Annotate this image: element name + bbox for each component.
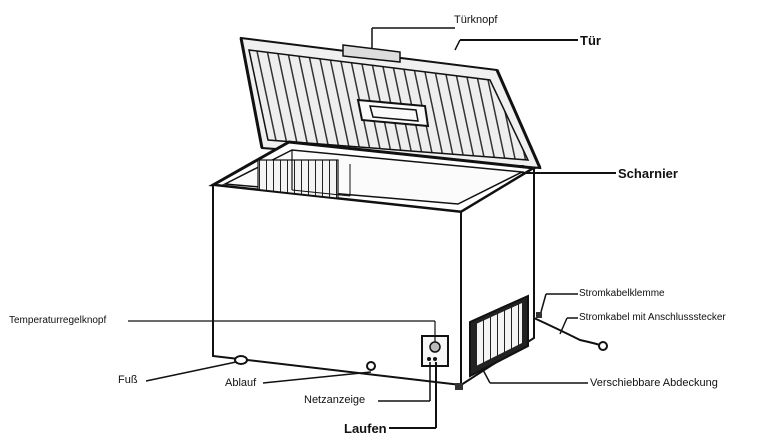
label-temperaturregelknopf: Temperaturregelknopf xyxy=(9,315,107,326)
sliding-cover xyxy=(469,294,529,378)
rear-foot xyxy=(455,383,463,390)
leader-lines xyxy=(128,27,616,429)
label-stromkabel: Stromkabel mit Anschlussstecker xyxy=(579,312,726,323)
leader-stromkabelklemme xyxy=(540,293,547,313)
leader-stromkabel xyxy=(559,317,568,335)
leader-ablauf xyxy=(262,371,372,384)
cabinet-top xyxy=(208,140,539,214)
label-stromkabelklemme: Stromkabelklemme xyxy=(579,288,665,299)
lid xyxy=(239,36,542,170)
plug xyxy=(598,341,608,351)
label-laufen: Laufen xyxy=(344,421,387,436)
power-indicator xyxy=(427,357,431,361)
label-fuss: Fuß xyxy=(118,374,138,386)
cable-clamp xyxy=(536,312,542,318)
temperature-knob xyxy=(429,341,441,353)
running-indicator xyxy=(433,357,437,361)
leader-fuss xyxy=(145,361,237,382)
leader-abdeckung xyxy=(481,367,491,384)
door-knob xyxy=(342,44,401,63)
label-tuer: Tür xyxy=(580,33,601,48)
leader-tuer xyxy=(454,39,461,51)
label-scharnier: Scharnier xyxy=(618,166,678,181)
label-tuerknopf: Türknopf xyxy=(454,14,498,26)
label-netzanzeige: Netzanzeige xyxy=(304,394,366,406)
label-verschiebbare-abdeckung: Verschiebbare Abdeckung xyxy=(590,377,718,389)
foot xyxy=(234,355,248,365)
label-ablauf: Ablauf xyxy=(225,377,257,389)
control-panel xyxy=(421,335,449,367)
drain xyxy=(366,361,376,371)
